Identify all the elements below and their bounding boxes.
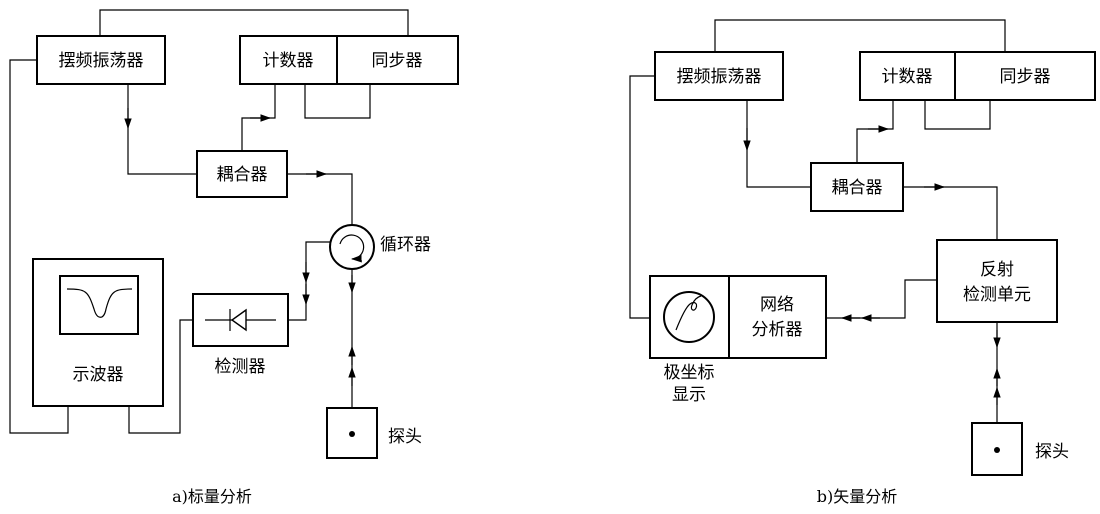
reflection-unit-label-line1: 反射 — [980, 260, 1014, 280]
coupler-to-counter — [856, 100, 894, 163]
sweep-oscillator-label: 摆频振荡器 — [677, 67, 762, 87]
counter-loop — [924, 100, 991, 130]
osc-to-coupler — [127, 84, 197, 175]
coupler-label: 耦合器 — [832, 178, 883, 198]
detector-to-oscilloscope — [128, 319, 193, 434]
polar-display-label-line2: 显示 — [672, 385, 706, 405]
coupler-block: 耦合器 — [196, 150, 288, 198]
oscilloscope-block: 示波器 — [32, 258, 164, 407]
sweep-to-analyzer — [629, 75, 655, 319]
oscillator-sync-link — [99, 9, 409, 36]
coupler-block: 耦合器 — [810, 162, 904, 212]
coupler-to-reflection-unit — [903, 186, 998, 240]
polar-display-icon — [663, 291, 715, 343]
detector-label: 检测器 — [215, 357, 266, 377]
polar-display-label-line1: 极坐标 — [664, 363, 715, 383]
network-analyzer-label-line1: 网络 — [760, 295, 794, 315]
counter-sync-block: 计数器 同步器 — [239, 35, 459, 85]
synchronizer-label: 同步器 — [1000, 67, 1051, 87]
probe-label: 探头 — [388, 427, 422, 447]
probe-tip-icon — [349, 431, 355, 437]
sweep-oscillator-label: 摆频振荡器 — [59, 51, 144, 71]
diode-icon — [230, 308, 247, 332]
network-analyzer-block: 网络 分析器 — [649, 275, 827, 359]
circulator-label: 循环器 — [380, 235, 431, 255]
reflection-detection-unit-block: 反射 检测单元 — [936, 239, 1058, 323]
network-analyzer-label-line2: 分析器 — [752, 320, 803, 340]
sweep-oscillator-block: 摆频振荡器 — [36, 35, 166, 85]
counter-label: 计数器 — [263, 51, 314, 71]
probe-block — [971, 422, 1023, 476]
coupler-to-circulator — [287, 173, 353, 225]
detector-block — [192, 293, 289, 347]
probe-block — [326, 407, 378, 459]
osc-to-coupler — [746, 100, 811, 188]
coupler-label: 耦合器 — [217, 165, 268, 185]
counter-sync-block: 计数器 同步器 — [859, 51, 1096, 101]
dip-waveform-icon — [66, 288, 133, 318]
vector-analysis-diagram: 摆频振荡器 计数器 同步器 耦合器 反射 检测单元 — [629, 19, 1096, 506]
circulator-icon — [329, 224, 375, 270]
scalar-analysis-diagram: 摆频振荡器 计数器 同步器 耦合器 循环器 — [9, 9, 459, 506]
counter-label: 计数器 — [882, 67, 933, 87]
oscilloscope-label: 示波器 — [73, 365, 124, 385]
synchronizer-label: 同步器 — [372, 51, 423, 71]
probe-tip-icon — [994, 447, 1000, 453]
sweep-to-oscilloscope — [9, 59, 69, 434]
oscillator-sync-link — [714, 19, 1006, 52]
reflection-to-analyzer — [826, 279, 937, 319]
caption-scalar: a)标量分析 — [172, 487, 252, 506]
caption-vector: b)矢量分析 — [817, 487, 898, 506]
probe-label: 探头 — [1035, 442, 1069, 462]
sweep-oscillator-block: 摆频振荡器 — [654, 51, 784, 101]
circulator-to-detector — [288, 241, 330, 321]
counter-loop — [304, 84, 371, 119]
reflection-unit-label-line2: 检测单元 — [963, 285, 1031, 305]
